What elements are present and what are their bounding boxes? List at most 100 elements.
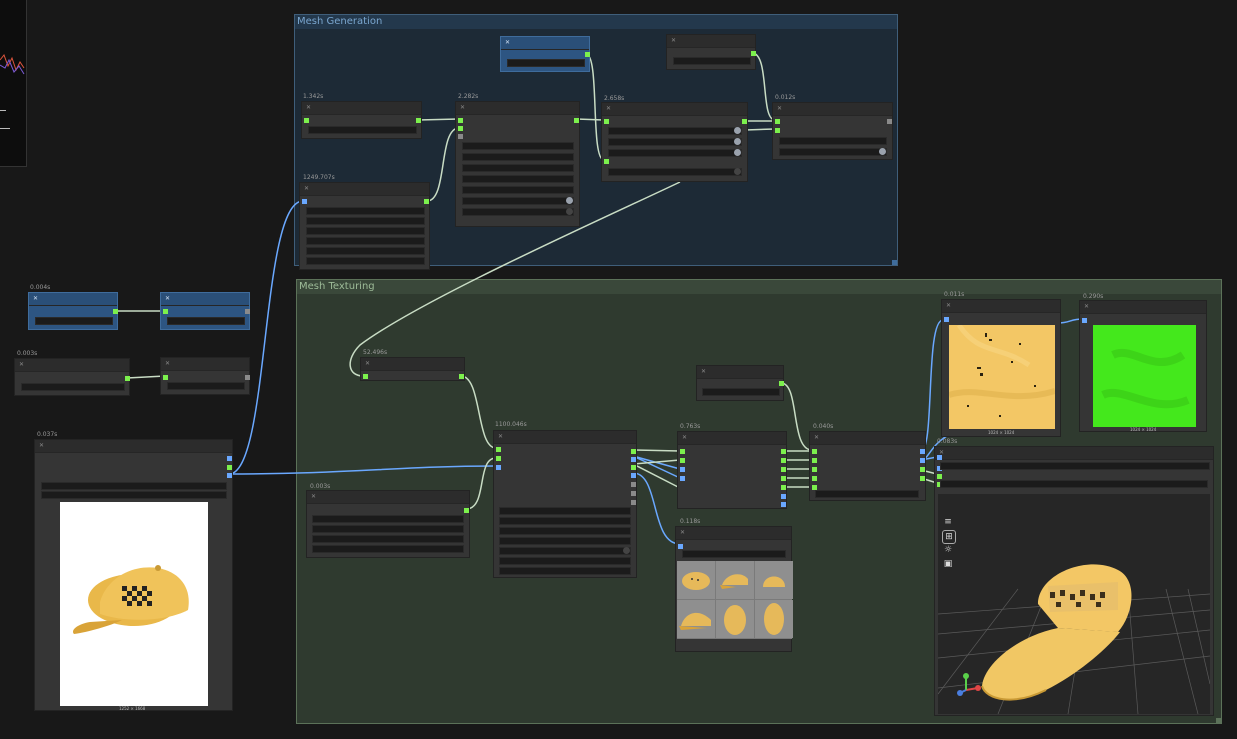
input-slot[interactable] <box>604 119 609 124</box>
param-widget[interactable] <box>608 138 742 146</box>
output-slot[interactable] <box>113 309 118 314</box>
output-slot[interactable] <box>631 500 636 505</box>
seed-widget[interactable] <box>507 59 585 67</box>
texture-preview-node[interactable]: ✕ 1024 × 1024 <box>941 299 1061 437</box>
value-widget[interactable] <box>35 317 113 325</box>
output-slot[interactable] <box>887 119 892 124</box>
grid-icon[interactable]: ⊞ <box>942 530 956 544</box>
param-widget[interactable] <box>462 164 574 172</box>
output-slot[interactable] <box>464 508 469 513</box>
input-slot[interactable] <box>363 374 368 379</box>
output-slot[interactable] <box>781 476 786 481</box>
toggle-knob[interactable] <box>566 208 573 215</box>
output-slot[interactable] <box>245 375 250 380</box>
image-select-widget[interactable] <box>41 482 227 490</box>
output-slot[interactable] <box>920 458 925 463</box>
param-widget[interactable] <box>312 525 464 533</box>
output-slot[interactable] <box>574 118 579 123</box>
input-slot[interactable] <box>678 544 683 549</box>
input-slot[interactable] <box>1082 318 1087 323</box>
param-widget[interactable] <box>462 153 574 161</box>
input-slot[interactable] <box>604 159 609 164</box>
input-slot[interactable] <box>812 458 817 463</box>
param-widget[interactable] <box>306 227 425 235</box>
input-slot[interactable] <box>496 456 501 461</box>
input-slot[interactable] <box>775 128 780 133</box>
input-slot[interactable] <box>937 482 942 487</box>
param-widget[interactable] <box>306 257 425 265</box>
param-widget[interactable] <box>779 148 887 156</box>
param-widget[interactable] <box>312 535 464 543</box>
output-slot[interactable] <box>920 467 925 472</box>
param-widget[interactable] <box>462 175 574 183</box>
shape-generation-node[interactable]: ✕ <box>299 182 430 270</box>
toggle-knob[interactable] <box>734 149 741 156</box>
input-slot[interactable] <box>680 449 685 454</box>
mesh-postprocess-node[interactable]: ✕ <box>601 102 748 182</box>
seed-node[interactable]: ✕ <box>500 36 590 72</box>
input-slot[interactable] <box>496 447 501 452</box>
param-widget[interactable] <box>499 567 631 575</box>
primitive-node-b[interactable]: ✕ <box>160 292 250 330</box>
param-widget[interactable] <box>499 547 631 555</box>
output-slot[interactable] <box>424 199 429 204</box>
param-widget[interactable] <box>462 186 574 194</box>
menu-icon[interactable]: ≡ <box>944 517 952 527</box>
output-slot[interactable] <box>631 482 636 487</box>
output-slot[interactable] <box>781 485 786 490</box>
output-slot[interactable] <box>416 118 421 123</box>
input-slot[interactable] <box>812 449 817 454</box>
inpaint-texture-node[interactable]: ✕ <box>809 431 926 501</box>
input-slot[interactable] <box>680 467 685 472</box>
param-widget[interactable] <box>779 137 887 145</box>
param-widget[interactable] <box>608 149 742 157</box>
output-slot[interactable] <box>125 376 130 381</box>
output-slot[interactable] <box>631 457 636 462</box>
param-widget[interactable] <box>462 208 574 216</box>
param-widget[interactable] <box>312 515 464 523</box>
light-icon[interactable]: ☼ <box>943 545 953 555</box>
mesh-load-node[interactable]: ✕ <box>360 357 465 381</box>
output-slot[interactable] <box>227 456 232 461</box>
metallic-preview-node[interactable]: ✕ 1024 × 1024 <box>1079 300 1207 432</box>
config-node[interactable]: ✕ <box>666 34 756 70</box>
3d-viewport[interactable]: ≡ ⊞ ☼ ▣ <box>938 494 1210 714</box>
output-slot[interactable] <box>781 502 786 507</box>
toggle-knob[interactable] <box>879 148 886 155</box>
preview-3d-node[interactable]: ✕ <box>934 446 1214 716</box>
setting-node[interactable]: ✕ <box>160 357 250 395</box>
input-slot[interactable] <box>304 118 309 123</box>
param-widget[interactable] <box>940 462 1210 470</box>
bake-multiview-node[interactable]: ✕ <box>677 431 787 509</box>
param-widget[interactable] <box>499 537 631 545</box>
toggle-knob[interactable] <box>734 138 741 145</box>
upload-widget[interactable] <box>41 491 227 499</box>
input-slot[interactable] <box>944 317 949 322</box>
input-slot[interactable] <box>937 474 942 479</box>
image-icon[interactable]: ▣ <box>943 559 953 569</box>
param-widget[interactable] <box>306 237 425 245</box>
param-widget[interactable] <box>608 168 742 176</box>
input-slot[interactable] <box>812 485 817 490</box>
param-widget[interactable] <box>306 247 425 255</box>
group-resize-handle[interactable] <box>892 260 897 265</box>
group-resize-handle[interactable] <box>1216 718 1221 723</box>
output-slot[interactable] <box>742 119 747 124</box>
input-slot[interactable] <box>458 134 463 139</box>
value-widget[interactable] <box>167 317 245 325</box>
output-slot[interactable] <box>459 374 464 379</box>
input-slot[interactable] <box>458 118 463 123</box>
input-slot[interactable] <box>937 455 942 460</box>
model-loader-node[interactable]: ✕ <box>301 101 422 139</box>
camera-config-node[interactable]: ✕ <box>306 490 470 558</box>
input-slot[interactable] <box>812 476 817 481</box>
output-slot[interactable] <box>631 491 636 496</box>
value-widget[interactable] <box>702 388 780 396</box>
output-slot[interactable] <box>781 467 786 472</box>
param-widget[interactable] <box>499 517 631 525</box>
input-slot[interactable] <box>937 466 942 471</box>
output-slot[interactable] <box>781 449 786 454</box>
output-slot[interactable] <box>227 473 232 478</box>
loader-node[interactable]: ✕ <box>14 358 130 396</box>
output-slot[interactable] <box>781 494 786 499</box>
